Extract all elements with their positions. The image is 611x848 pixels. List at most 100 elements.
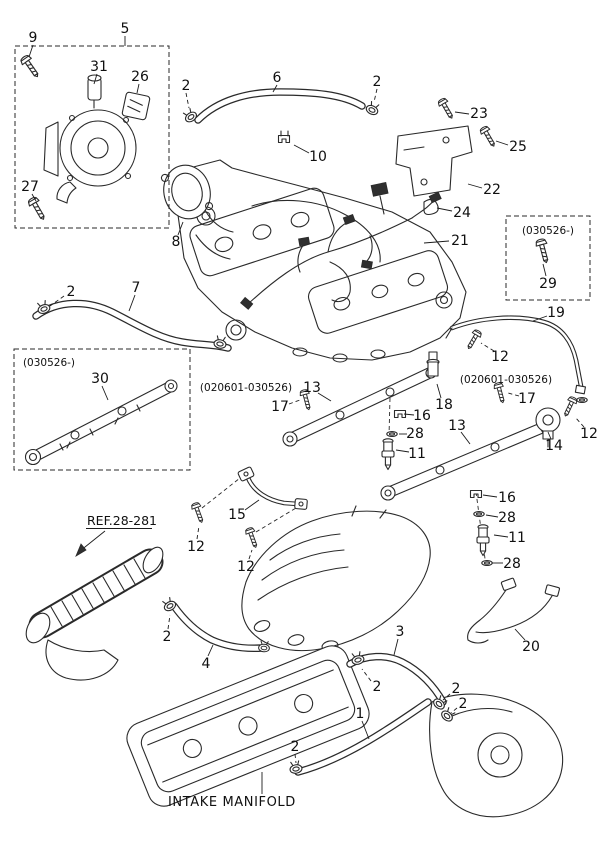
clip-16 xyxy=(469,489,483,499)
leader-line xyxy=(317,392,332,402)
leader-line xyxy=(450,707,458,714)
leader-line xyxy=(436,383,442,399)
callout-23: 23 xyxy=(470,106,488,122)
callout-17: 17 xyxy=(271,399,289,415)
callout-18: 18 xyxy=(435,397,453,413)
callout-020601-030526: (020601-030526) xyxy=(460,374,552,386)
bolt-12 xyxy=(560,395,579,419)
callout-9: 9 xyxy=(29,30,38,46)
callout-22: 22 xyxy=(483,182,501,198)
footer-callout: INTAKE MANIFOLD xyxy=(168,772,296,810)
bolt-27 xyxy=(26,195,49,223)
footer-label: INTAKE MANIFOLD xyxy=(168,795,296,810)
bolt-9 xyxy=(18,53,43,81)
leader-line xyxy=(361,720,370,740)
throttle-gasket-8 xyxy=(160,164,214,220)
callout-27: 27 xyxy=(21,179,39,195)
callout-2: 2 xyxy=(452,681,461,697)
callout-11: 11 xyxy=(508,530,526,546)
callout-7: 7 xyxy=(132,280,141,296)
cylinder-head-cover xyxy=(126,645,370,807)
leader-line xyxy=(361,668,372,682)
callout-28: 28 xyxy=(406,426,424,442)
callout-2: 2 xyxy=(291,739,300,755)
leader-line xyxy=(244,499,260,511)
leader-line xyxy=(454,111,470,115)
leader-line xyxy=(482,494,498,498)
callout-2: 2 xyxy=(373,74,382,90)
bolt-12 xyxy=(189,501,207,525)
crossover-pipe-15 xyxy=(201,466,308,533)
leader-line xyxy=(423,240,450,244)
leader-line xyxy=(196,525,200,540)
region-boxes-layer xyxy=(13,45,591,471)
engine-assembly xyxy=(177,159,467,363)
bolt-25 xyxy=(478,124,499,150)
leader-line xyxy=(393,638,399,656)
injector-11 xyxy=(476,524,490,557)
clip-16 xyxy=(393,409,407,419)
region-box-bolt-29 xyxy=(505,215,591,301)
hose-1 xyxy=(288,698,432,776)
leader-line xyxy=(136,83,140,94)
pressure-regulator-14 xyxy=(535,407,561,448)
ref-callout: REF.28-281 xyxy=(75,513,157,557)
sensor-18 xyxy=(426,351,440,377)
callout-2: 2 xyxy=(459,696,468,712)
callout-2: 2 xyxy=(67,284,76,300)
callout-12: 12 xyxy=(491,349,509,365)
bolt-12 xyxy=(463,328,484,352)
oring-28 xyxy=(473,511,485,517)
leader-line xyxy=(514,628,526,641)
oring-28 xyxy=(386,431,398,437)
callout-13: 13 xyxy=(303,380,321,396)
fuel-rail-13-left xyxy=(282,351,440,471)
leader-line xyxy=(547,431,552,440)
leader-line xyxy=(485,514,499,518)
leader-line xyxy=(31,193,37,202)
callout-14: 14 xyxy=(545,438,563,454)
callout-30: 30 xyxy=(91,371,109,387)
callout-17: 17 xyxy=(518,391,536,407)
hose-7 xyxy=(32,299,232,352)
leader-line xyxy=(467,183,483,189)
callout-13: 13 xyxy=(448,418,466,434)
throttle-body xyxy=(43,74,151,204)
hose-clip-10 xyxy=(277,134,291,144)
leader-line xyxy=(49,295,65,307)
callout-21: 21 xyxy=(451,233,469,249)
sensor-26 xyxy=(121,91,151,121)
region-box-fuel-rail-30 xyxy=(13,348,191,471)
callout-2: 2 xyxy=(163,629,172,645)
callout-28: 28 xyxy=(498,510,516,526)
leader-line xyxy=(93,73,98,85)
bracket-22 xyxy=(395,125,473,197)
callout-4: 4 xyxy=(202,656,211,672)
leader-line xyxy=(101,385,109,401)
leader-line xyxy=(480,342,495,352)
callout-2: 2 xyxy=(182,78,191,94)
hose-3 xyxy=(346,650,457,724)
callout-16: 16 xyxy=(498,490,516,506)
leader-line xyxy=(574,416,585,428)
leader-line xyxy=(288,399,301,405)
clamp xyxy=(257,640,271,653)
region-box-throttle-body xyxy=(14,45,170,229)
leader-line xyxy=(248,549,253,560)
bolt-29 xyxy=(534,237,553,265)
fuel-rail-13-right xyxy=(380,407,561,567)
leader-line xyxy=(207,644,214,657)
callout-8: 8 xyxy=(172,234,181,250)
callout-11: 11 xyxy=(408,446,426,462)
callout-2: 2 xyxy=(373,679,382,695)
leader-line xyxy=(403,413,415,416)
callout-28: 28 xyxy=(503,556,521,572)
leader-line xyxy=(272,84,278,93)
callout-1: 1 xyxy=(356,706,365,722)
wiring-harness-21 xyxy=(240,181,442,310)
clamp-2 xyxy=(364,100,382,117)
callout-19: 19 xyxy=(547,305,565,321)
